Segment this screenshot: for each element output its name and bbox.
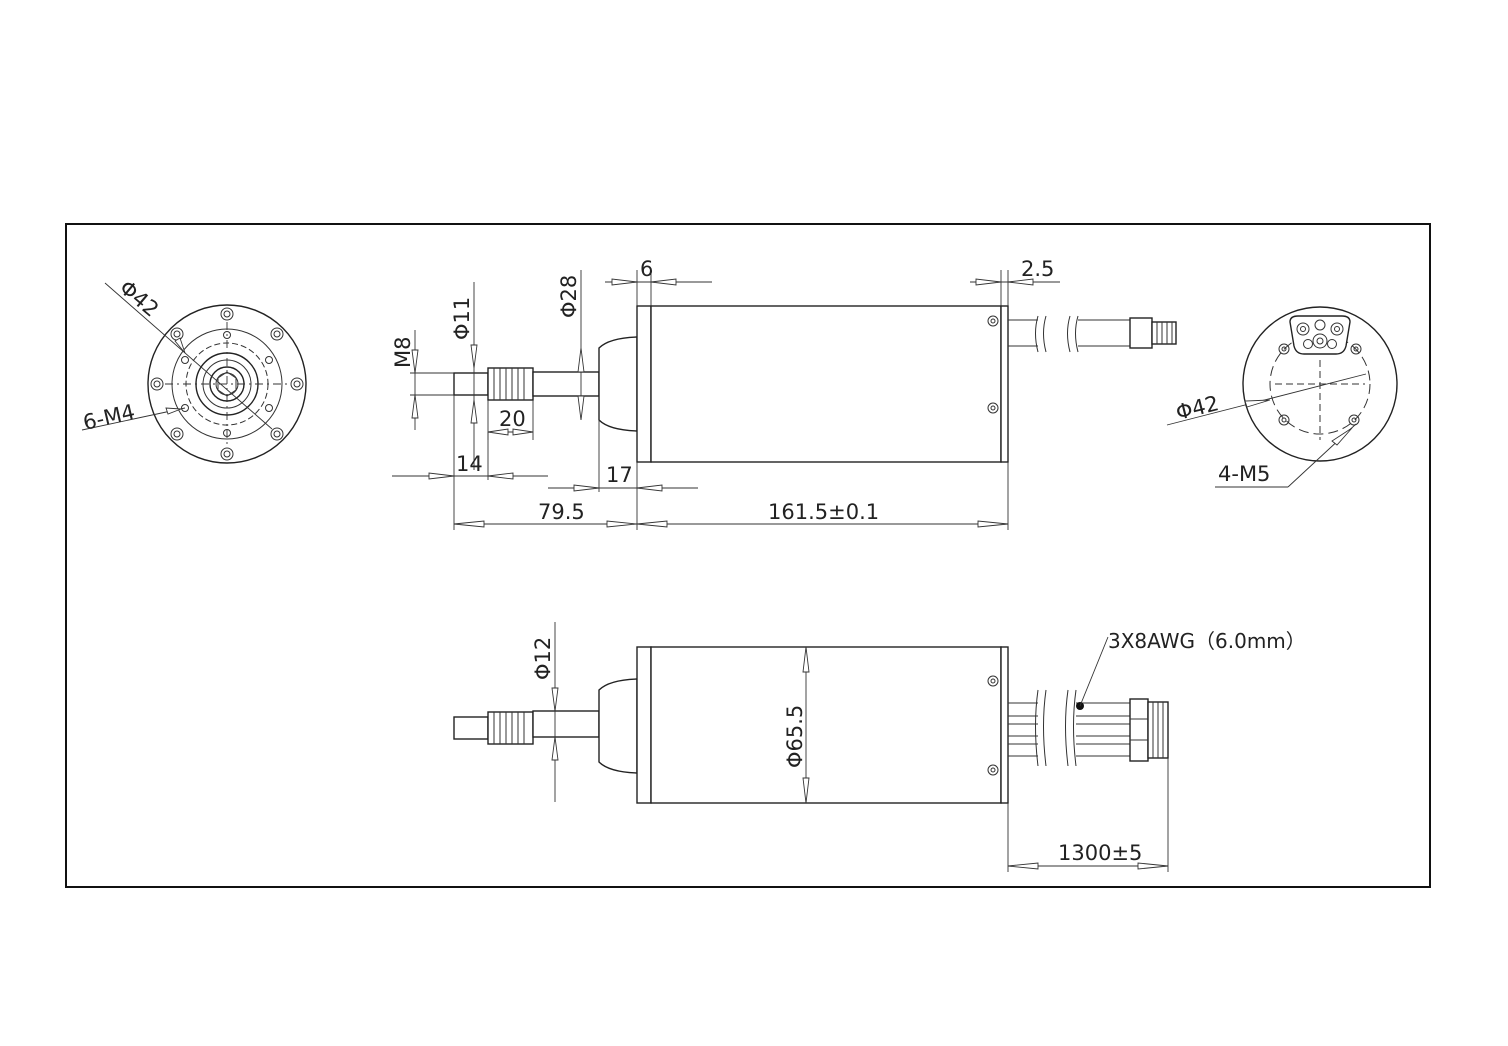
rear-holes-label: 4-M5: [1218, 462, 1270, 486]
spline-length-label: 20: [499, 407, 526, 431]
front-holes-label: 6-M4: [81, 400, 137, 435]
body-length-label: 161.5±0.1: [768, 500, 879, 524]
nose-diameter-label: Φ28: [557, 275, 581, 318]
drawing-frame: [65, 223, 1431, 888]
front-pcd-label: Φ42: [115, 275, 164, 321]
nose-length-label: 17: [606, 463, 633, 487]
end-cap-width-label: 2.5: [1021, 257, 1054, 281]
rear-pcd-label: Φ42: [1173, 391, 1221, 425]
thread-length-label: 14: [456, 452, 483, 476]
body-diameter-label: Φ65.5: [783, 705, 807, 768]
shaft-diameter-large-label: Φ12: [531, 637, 555, 680]
side-view: [392, 270, 1177, 530]
front-end-view: [81, 282, 307, 464]
flange-width-label: 6: [640, 257, 653, 281]
rear-end-view: [1166, 306, 1398, 488]
cable-length-label: 1300±5: [1058, 841, 1142, 865]
front-length-label: 79.5: [538, 500, 585, 524]
shaft-diameter-small-label: Φ11: [450, 297, 474, 340]
cable-spec-label: 3X8AWG（6.0mm）: [1108, 629, 1306, 653]
top-view: [453, 622, 1169, 872]
shaft-thread-label: M8: [391, 337, 415, 368]
